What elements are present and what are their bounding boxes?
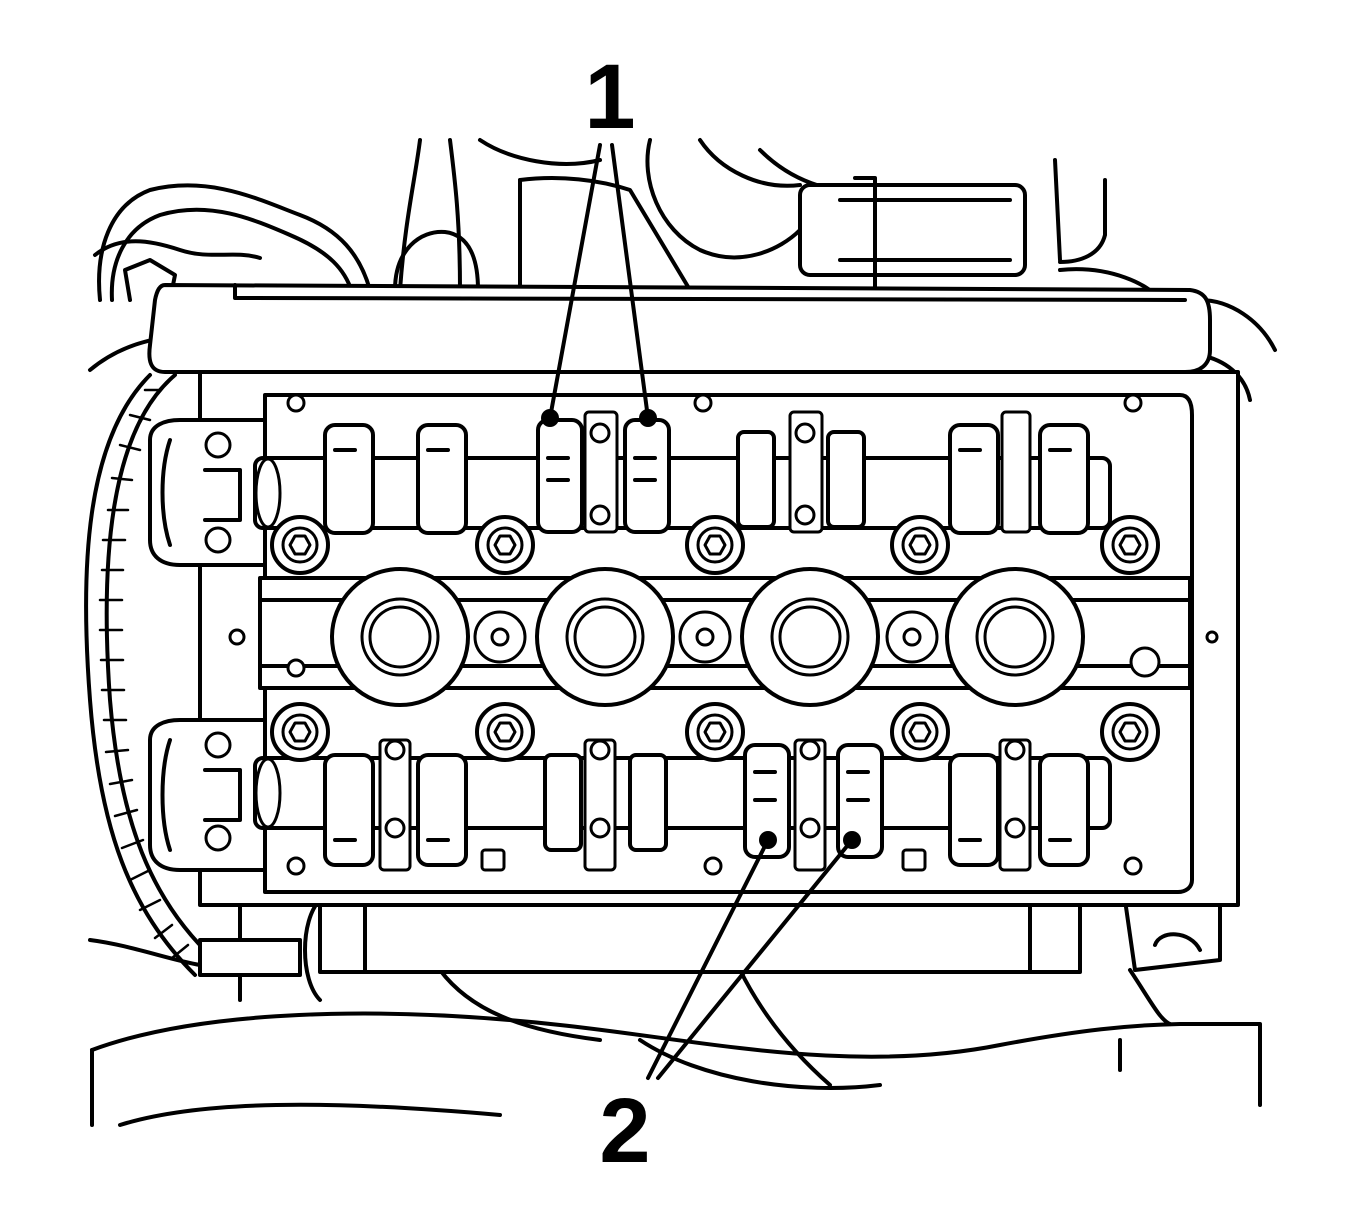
spark-plug-gallery bbox=[228, 567, 1219, 707]
lower-cam-lobes bbox=[323, 743, 1090, 867]
intake-camshaft bbox=[253, 456, 1112, 530]
engine-bay-background bbox=[84, 138, 1277, 1127]
callout-2-leader-left bbox=[646, 838, 770, 1080]
callout-1-leader-right bbox=[610, 143, 650, 420]
callout-1-leader-left bbox=[548, 143, 602, 420]
callout-1-label: 1 bbox=[584, 46, 635, 148]
intake-rail bbox=[147, 283, 1212, 374]
head-bolts bbox=[270, 515, 1160, 762]
bearing-caps bbox=[378, 410, 1032, 872]
perimeter-bolt-holes bbox=[286, 393, 1143, 876]
callout-1-dot-left bbox=[541, 409, 559, 427]
exhaust-camshaft bbox=[253, 756, 1112, 830]
callout-2-label: 2 bbox=[599, 1080, 650, 1182]
callout-2-dot-left bbox=[759, 831, 777, 849]
callout-1: 1 bbox=[541, 46, 657, 427]
callout-1-dot-right bbox=[639, 409, 657, 427]
upper-cam-lobes bbox=[323, 418, 1090, 535]
callout-2-dot-right bbox=[843, 831, 861, 849]
callout-2-leader-right bbox=[656, 838, 854, 1080]
callout-2: 2 bbox=[599, 831, 861, 1182]
